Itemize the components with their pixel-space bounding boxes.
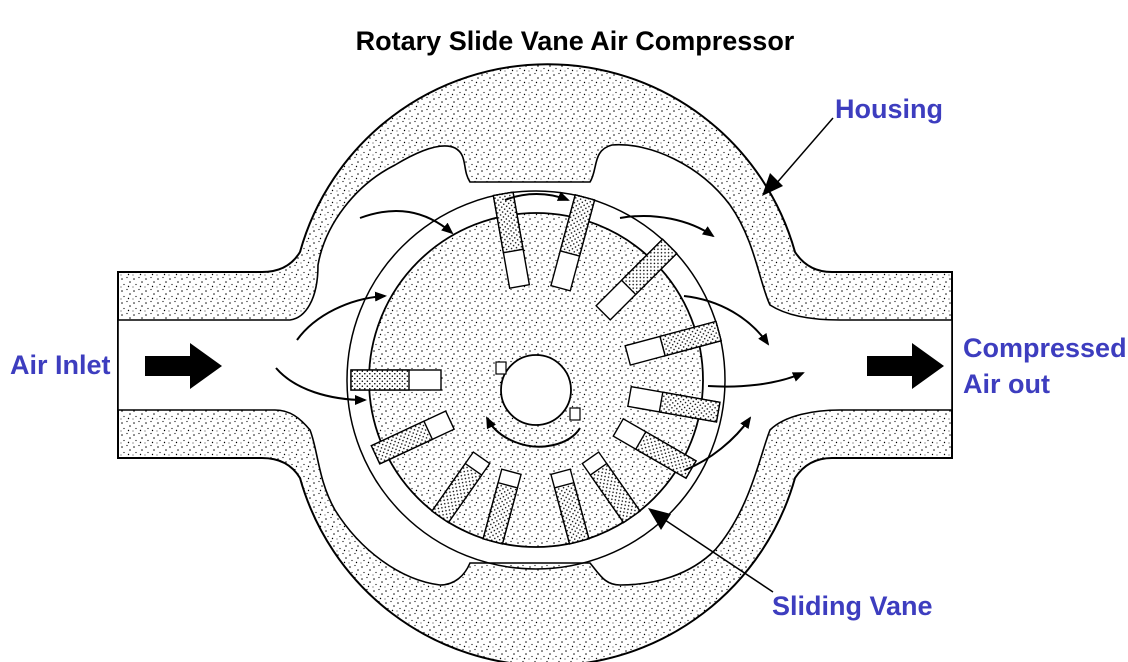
flow-arrow [684, 416, 752, 471]
flow-arrow [359, 209, 454, 235]
flow-arrow [486, 416, 581, 448]
arrow-right-icon [867, 343, 944, 389]
vanes [350, 191, 723, 545]
sliding-vane [350, 369, 442, 391]
sliding-vane [612, 417, 697, 480]
sliding-vane [492, 191, 531, 289]
flow-arrow [296, 291, 387, 341]
sliding-vane-leader [648, 508, 774, 593]
flow-arrow [707, 372, 805, 388]
sliding-vane [624, 320, 723, 366]
compressed-label: Compressed [963, 333, 1127, 363]
arrow-right-icon [145, 343, 222, 389]
sliding-vane [627, 385, 721, 423]
housing-leader [762, 117, 834, 196]
sliding-vane [581, 451, 641, 524]
flow-arrow [619, 215, 715, 238]
sliding-vane [595, 238, 678, 321]
sliding-vane [550, 468, 590, 545]
flow-arrow [275, 367, 367, 405]
shaft [495, 354, 581, 426]
flow-arrow [504, 191, 570, 201]
air-inlet-label: Air Inlet [10, 350, 111, 380]
flow-arrow [683, 295, 770, 346]
air-out-label: Air out [963, 369, 1050, 399]
housing-label: Housing [835, 94, 943, 124]
stator-circle [346, 190, 726, 570]
diagram-title: Rotary Slide Vane Air Compressor [356, 26, 795, 56]
sliding-vane [431, 451, 491, 524]
sliding-vane-label: Sliding Vane [772, 591, 933, 621]
sliding-vane [370, 410, 456, 465]
sliding-vane [482, 468, 522, 545]
sliding-vane [550, 193, 596, 292]
flow-arrows [275, 191, 805, 471]
